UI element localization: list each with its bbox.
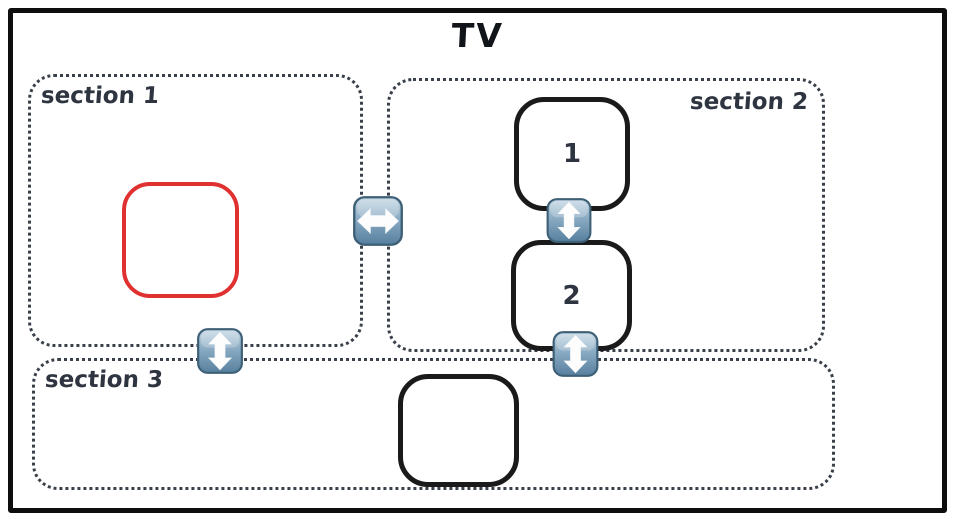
diagram-title: TV — [450, 16, 505, 55]
red-box[interactable] — [122, 182, 239, 298]
tv-frame — [8, 8, 947, 513]
box-1[interactable]: 1 — [514, 97, 630, 211]
section-1-label: section 1 — [40, 83, 160, 109]
left-right-arrow-icon[interactable] — [350, 196, 406, 246]
up-down-arrow-icon-section2-3[interactable] — [552, 331, 599, 377]
box-2-label: 2 — [562, 280, 581, 311]
up-down-arrow-icon-section1-3[interactable] — [197, 327, 243, 375]
section-3-label: section 3 — [44, 367, 164, 393]
section-2-label: section 2 — [689, 89, 809, 115]
box-1-label: 1 — [562, 139, 582, 169]
section-3: section 3 — [32, 358, 835, 490]
box-3[interactable] — [398, 374, 519, 487]
up-down-arrow-icon-boxes[interactable] — [545, 198, 593, 243]
